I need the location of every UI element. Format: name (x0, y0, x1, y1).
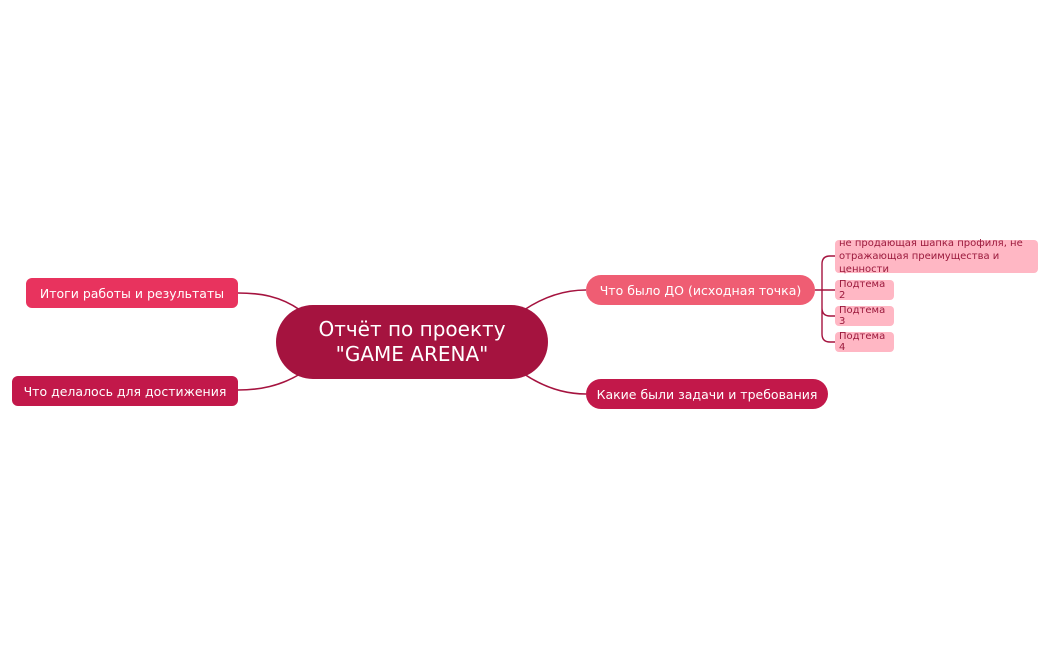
connector-central-to-tasks (523, 373, 587, 395)
branch-results[interactable]: Итоги работы и результаты (26, 278, 238, 308)
branch-before[interactable]: Что было ДО (исходная точка) (586, 275, 815, 305)
branch-before-label: Что было ДО (исходная точка) (599, 282, 802, 298)
central-topic-line2: "GAME ARENA" (335, 342, 489, 366)
subtopic-profile-header-label: не продающая шапка профиля, не отражающа… (839, 238, 1023, 275)
subtopic-2-label: Подтема 2 (839, 279, 886, 301)
subtopic-4-label: Подтема 4 (839, 331, 886, 353)
subtopic-4[interactable]: Подтема 4 (835, 331, 894, 353)
subtopic-3-label: Подтема 3 (839, 305, 886, 327)
branch-tasks-label: Какие были задачи и требования (596, 386, 818, 402)
connector-before-to-subtopics (815, 255, 835, 343)
branch-tasks[interactable]: Какие были задачи и требования (586, 379, 828, 409)
connector-central-to-actions (237, 373, 301, 391)
central-topic[interactable]: Отчёт по проекту "GAME ARENA" (276, 305, 548, 379)
connector-central-to-before (523, 289, 587, 311)
subtopic-3[interactable]: Подтема 3 (835, 305, 894, 327)
subtopic-profile-header[interactable]: не продающая шапка профиля, не отражающа… (835, 238, 1038, 275)
connector-central-to-results (237, 292, 301, 311)
branch-actions-label: Что делалось для достижения (23, 383, 227, 399)
branch-actions[interactable]: Что делалось для достижения (12, 376, 238, 406)
subtopic-2[interactable]: Подтема 2 (835, 279, 894, 301)
central-topic-line1: Отчёт по проекту (318, 317, 506, 341)
branch-results-label: Итоги работы и результаты (39, 285, 225, 301)
